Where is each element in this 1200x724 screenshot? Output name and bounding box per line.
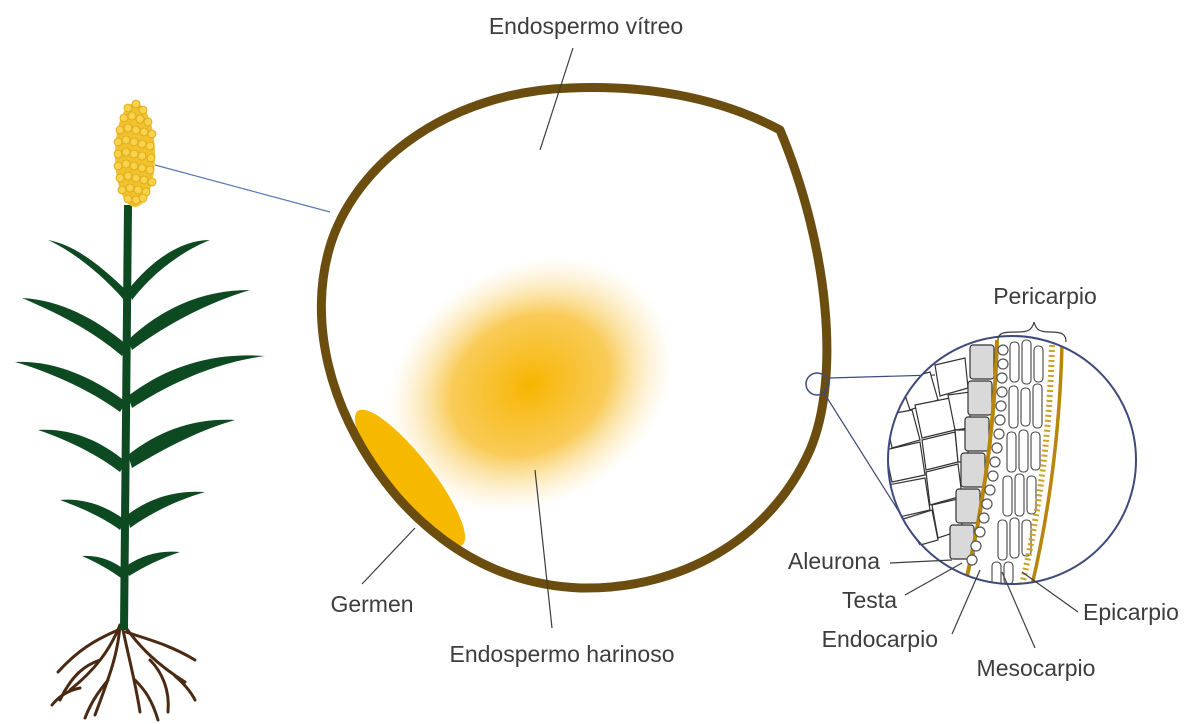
roots [50,623,197,722]
leader-epicarp [1021,571,1079,613]
plant-stem [120,204,132,631]
label-testa: Testa [842,587,897,613]
panicle [113,99,157,207]
leader-germ [361,527,416,585]
leader-aleurone [889,559,953,564]
label-endocarp: Endocarpio [822,626,938,652]
magnifier-connector-top [828,374,936,379]
grain-cross-section [316,83,832,593]
epicarp-outer-line [1030,344,1064,584]
testa-layer [963,339,999,584]
leader-mesocarp [1001,571,1036,649]
label-endosperm-vitreous: Endospermo vítreo [489,13,683,39]
label-epicarp: Epicarpio [1083,599,1179,625]
label-mesocarp: Mesocarpio [977,655,1096,681]
epicarp-dots [1019,344,1055,584]
leader-testa [904,562,963,596]
grain-outline [316,83,832,593]
sorghum-plant-icon [15,99,265,722]
germ-region [354,409,466,547]
leader-endocarp [951,569,981,635]
label-endosperm-floury: Endospermo harinoso [449,641,674,667]
label-pericarp: Pericarpio [993,283,1097,309]
pericarp-brace [997,321,1067,343]
endocarp-layer [966,344,1009,566]
panicle-connector-line [154,164,331,213]
label-aleurone: Aleurona [788,548,880,574]
leaves [15,240,265,578]
magnifier-circle [887,335,1137,585]
leader-lines [361,47,1079,649]
mesocarp-layer [991,339,1044,584]
leader-endosperm-floury [534,469,553,629]
pericarp-magnifier [805,321,1137,585]
label-germ: Germen [330,591,413,617]
leader-endosperm-vitreous [539,47,574,151]
floury-endosperm-region [386,256,674,514]
magnifier-small-circle [805,372,829,396]
